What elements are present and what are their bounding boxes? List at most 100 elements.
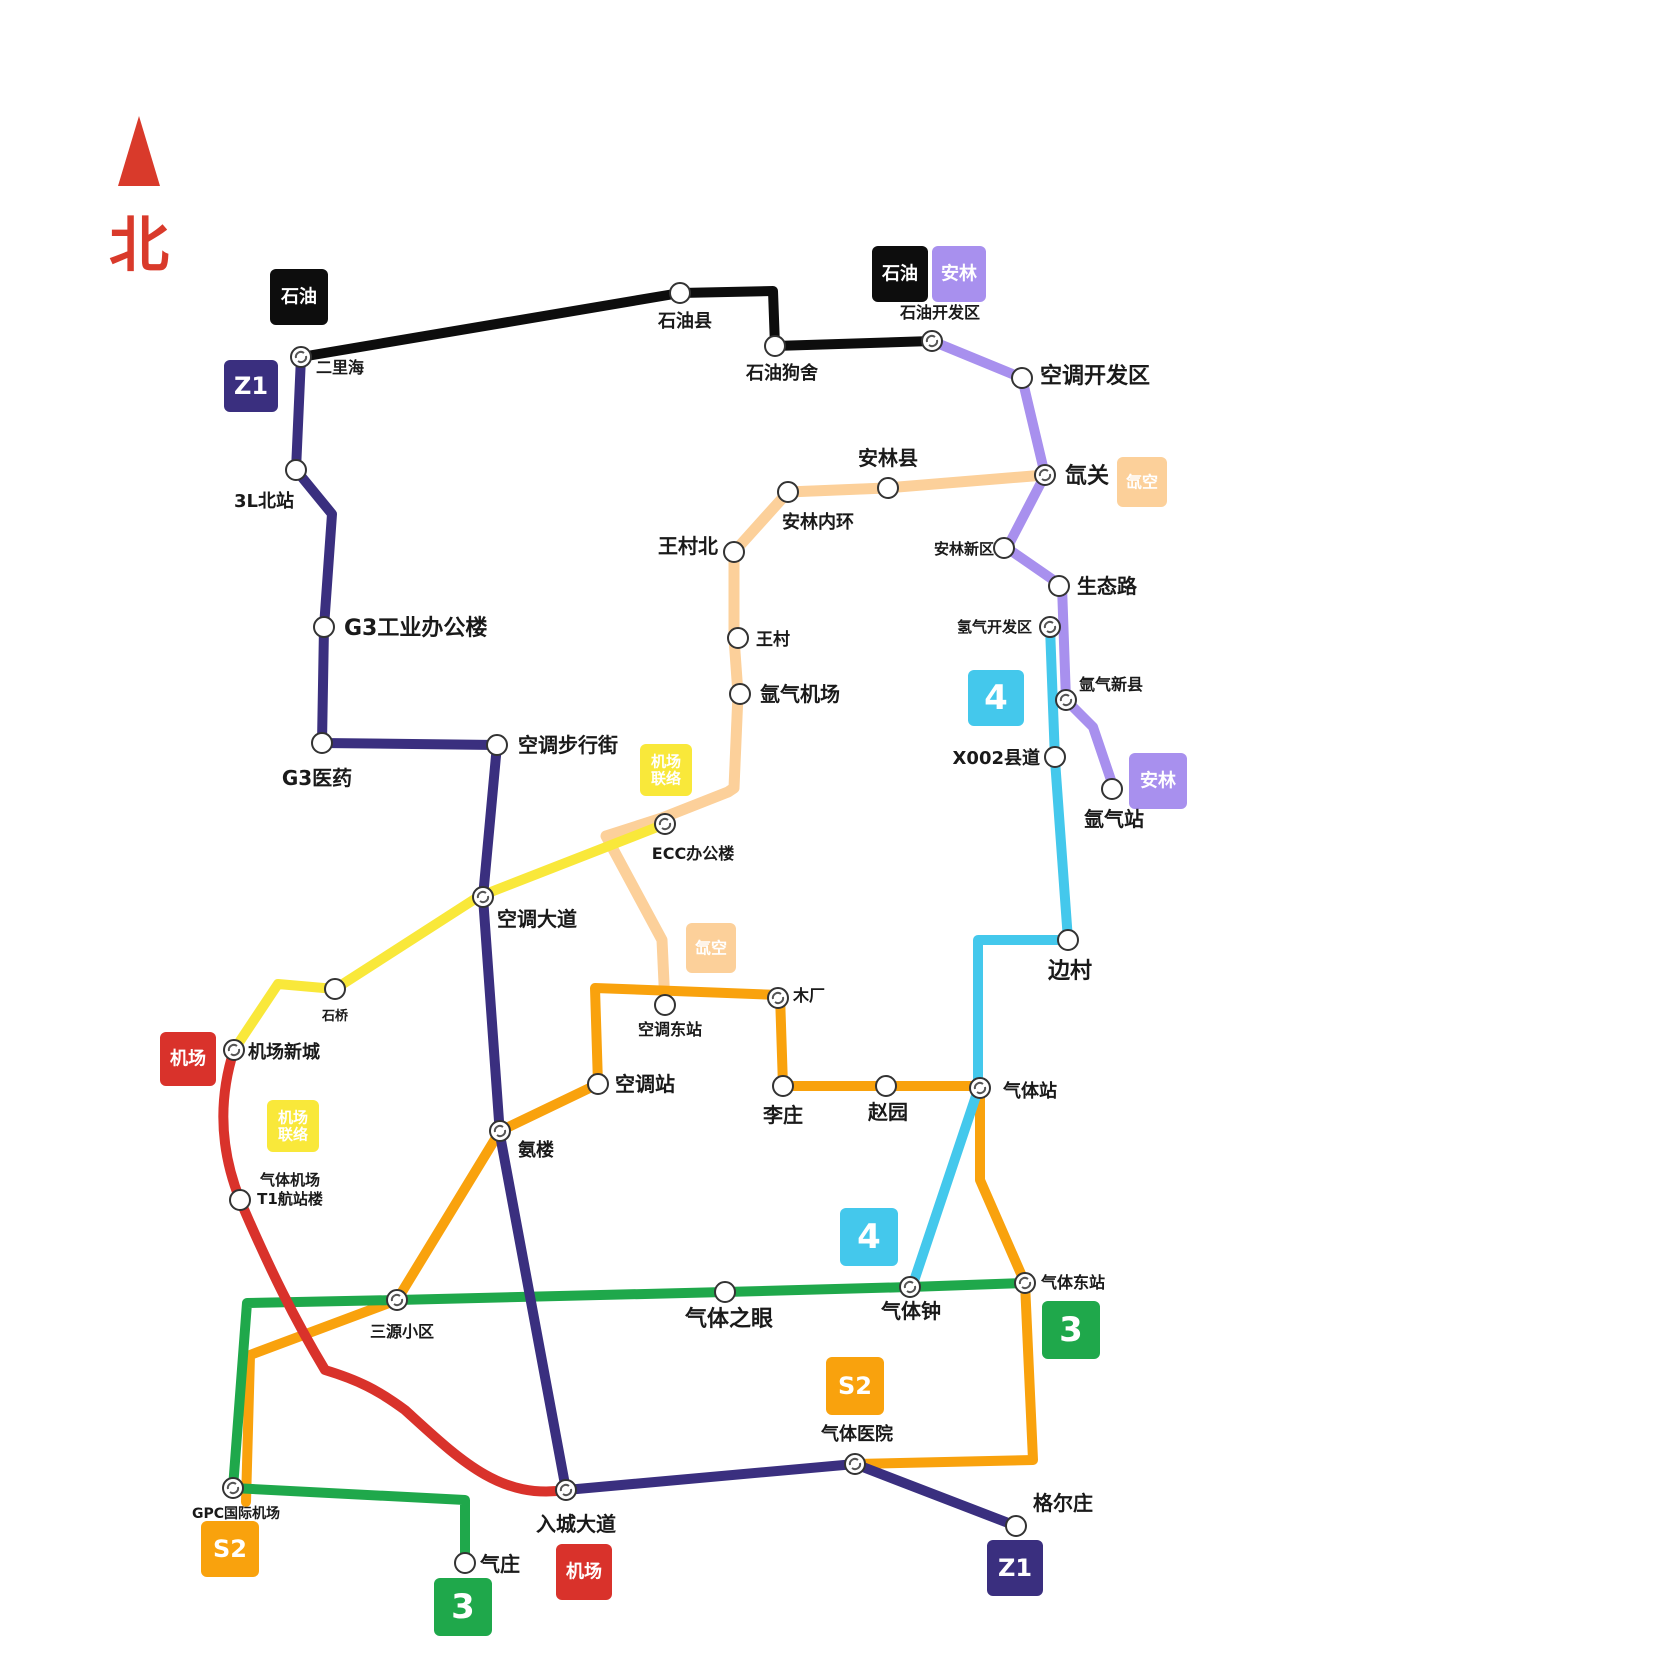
station-dot-icon[interactable] (729, 683, 751, 705)
transfer-station-icon[interactable] (899, 1276, 921, 1298)
station-dot-icon[interactable] (877, 477, 899, 499)
station-dot-icon[interactable] (486, 734, 508, 756)
station-dot-icon[interactable] (727, 627, 749, 649)
transfer-arrows-icon (925, 334, 939, 348)
transfer-station-icon[interactable] (472, 886, 494, 908)
station-anlinxinqu[interactable]: 安林新区 (934, 537, 1015, 559)
station-dot-icon[interactable] (764, 335, 786, 357)
station-dot-icon[interactable] (777, 481, 799, 503)
station-kongtiaobuxingjie[interactable]: 空调步行街 (486, 733, 618, 757)
station-erlihai[interactable]: 二里海 (290, 346, 364, 377)
station-g3gongye[interactable]: G3工业办公楼 (313, 616, 487, 641)
transfer-station-icon[interactable] (386, 1289, 408, 1311)
transfer-station-icon[interactable] (969, 1077, 991, 1099)
transfer-station-icon[interactable] (1039, 616, 1061, 638)
station-anlinxian[interactable]: 安林县 (858, 446, 918, 499)
station-qizhuang[interactable]: 气庄 (454, 1552, 520, 1576)
station-shengtailu[interactable]: 生态路 (1048, 574, 1138, 598)
station-yaqixinxian[interactable]: 氩气新县 (1055, 675, 1143, 711)
station-label: 机场新城 (248, 1041, 320, 1063)
station-ecc[interactable]: ECC办公楼 (652, 813, 734, 863)
station-shiqiao[interactable]: 石桥 (321, 978, 349, 1024)
station-anlinneihuan[interactable]: 安林内环 (777, 481, 854, 533)
station-qitidongzhan[interactable]: 气体东站 (1014, 1272, 1105, 1294)
station-x002[interactable]: X002县道 (953, 746, 1066, 769)
transfer-station-icon[interactable] (223, 1039, 245, 1061)
transfer-station-icon[interactable] (1055, 689, 1077, 711)
station-yaqijichang[interactable]: 氩气机场 (729, 682, 840, 706)
transfer-arrows-icon (1059, 693, 1073, 707)
station-qitizhan[interactable]: 气体站 (969, 1077, 1057, 1102)
transfer-arrows-icon (226, 1481, 240, 1495)
station-dot-icon[interactable] (875, 1075, 897, 1097)
station-ruchengdadao[interactable]: 入城大道 (536, 1479, 616, 1536)
station-dot-icon[interactable] (311, 732, 333, 754)
station-dot-icon[interactable] (1057, 929, 1079, 951)
badge-label: 石油 (280, 286, 317, 308)
station-lizhuang[interactable]: 李庄 (762, 1075, 803, 1127)
station-dot-icon[interactable] (1101, 778, 1123, 800)
station-xianguan[interactable]: 氙关 (1034, 463, 1109, 489)
station-qitizhiyan[interactable]: 气体之眼 (684, 1281, 773, 1332)
station-shiyougoushe[interactable]: 石油狗舍 (745, 335, 819, 384)
transfer-station-icon[interactable] (489, 1120, 511, 1142)
station-gpc[interactable]: GPC国际机场 (192, 1477, 280, 1522)
transfer-station-icon[interactable] (921, 330, 943, 352)
station-jichangxincheng[interactable]: 机场新城 (223, 1039, 320, 1063)
transfer-arrows-icon (390, 1293, 404, 1307)
line-badge-anlin-2: 安林 (1129, 753, 1187, 809)
station-dot-icon[interactable] (1005, 1515, 1027, 1537)
station-dot-icon[interactable] (313, 616, 335, 638)
station-biancun[interactable]: 边村 (1047, 929, 1092, 984)
station-qitiyiyuan[interactable]: 气体医院 (820, 1423, 893, 1475)
station-dot-icon[interactable] (669, 282, 691, 304)
badge-label: 机场 (170, 1049, 206, 1070)
transfer-station-icon[interactable] (1034, 464, 1056, 486)
transfer-station-icon[interactable] (290, 346, 312, 368)
station-3lbeizhan[interactable]: 3L北站 (234, 459, 307, 512)
transfer-station-icon[interactable] (844, 1453, 866, 1475)
station-shiyouxian[interactable]: 石油县 (657, 282, 712, 332)
station-dot-icon[interactable] (1044, 746, 1066, 768)
station-kongtiaozhan[interactable]: 空调站 (587, 1072, 675, 1096)
station-qingqikaifaqu[interactable]: 氢气开发区 (957, 616, 1061, 638)
station-geerzhuang[interactable]: 格尔庄 (1005, 1491, 1093, 1537)
station-dot-icon[interactable] (324, 978, 346, 1000)
station-dot-icon[interactable] (723, 541, 745, 563)
badge-bg (434, 1578, 492, 1636)
transfer-station-icon[interactable] (555, 1479, 577, 1501)
station-zhaoyuan[interactable]: 赵园 (867, 1075, 908, 1124)
station-dot-icon[interactable] (1011, 367, 1033, 389)
badge-bg (826, 1357, 884, 1415)
station-dot-icon[interactable] (714, 1281, 736, 1303)
station-qitizhong[interactable]: 气体钟 (880, 1276, 941, 1323)
station-wangcun[interactable]: 王村 (727, 627, 790, 650)
transfer-station-icon[interactable] (1014, 1272, 1036, 1294)
badge-bg (201, 1521, 259, 1577)
station-yaqizhan[interactable]: 氩气站 (1084, 778, 1144, 831)
station-shiyoukaifaqu[interactable]: 石油开发区 (899, 303, 980, 352)
station-dot-icon[interactable] (772, 1075, 794, 1097)
station-dot-icon[interactable] (1048, 575, 1070, 597)
station-wangcunbei[interactable]: 王村北 (658, 534, 745, 563)
transfer-station-icon[interactable] (767, 987, 789, 1009)
station-anlou[interactable]: 氨楼 (489, 1120, 554, 1161)
station-g3yiyao[interactable]: G3医药 (282, 732, 352, 790)
transfer-station-icon[interactable] (654, 813, 676, 835)
station-label: 气体钟 (880, 1299, 941, 1323)
station-sanyuan[interactable]: 三源小区 (370, 1289, 434, 1341)
station-muchang[interactable]: 木厂 (767, 986, 825, 1009)
station-kongtiaodongzhan[interactable]: 空调东站 (638, 994, 702, 1039)
station-dot-icon[interactable] (654, 994, 676, 1016)
station-kongtiaodadao[interactable]: 空调大道 (472, 886, 577, 931)
station-dot-icon[interactable] (229, 1189, 251, 1211)
station-kongtiaokaifaqu[interactable]: 空调开发区 (1011, 363, 1150, 389)
station-dot-icon[interactable] (587, 1073, 609, 1095)
station-dot-icon[interactable] (285, 459, 307, 481)
station-dot-icon[interactable] (993, 537, 1015, 559)
transfer-station-icon[interactable] (222, 1477, 244, 1499)
badge-label: 机场 (651, 753, 681, 771)
station-dot-icon[interactable] (454, 1552, 476, 1574)
